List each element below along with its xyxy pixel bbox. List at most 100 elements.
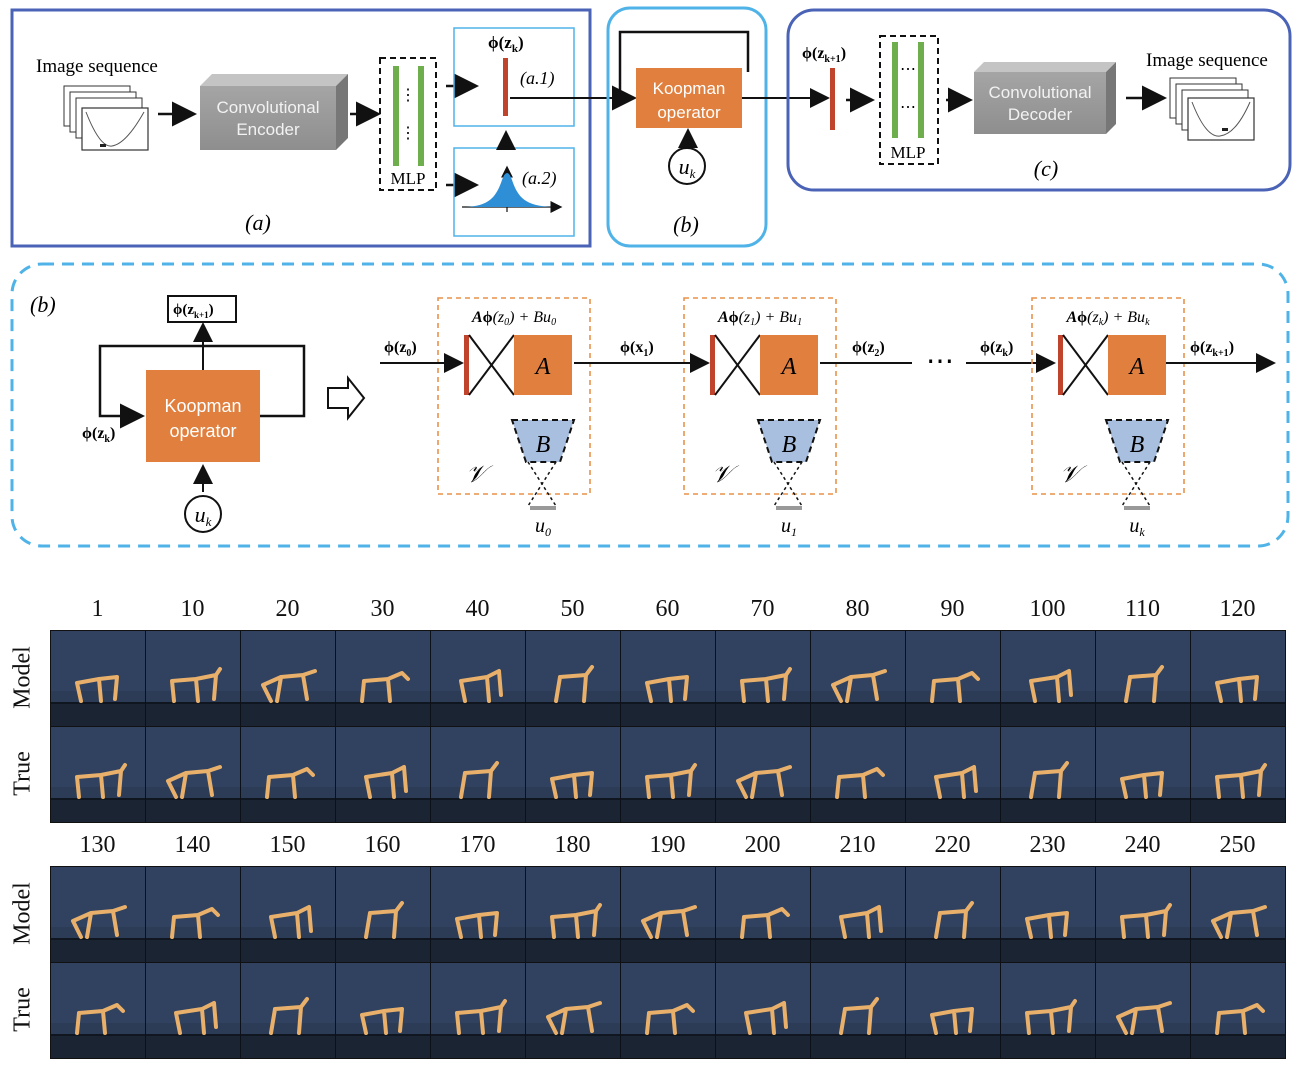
ellipsis: ⋯ — [926, 346, 954, 377]
distribution-plot — [462, 165, 563, 213]
simulation-frame — [526, 867, 621, 962]
simulation-frame — [336, 867, 431, 962]
final-output-label: ϕ(zk+1) — [1190, 339, 1234, 359]
a2-label: (a.2) — [522, 168, 557, 189]
svg-text:A: A — [780, 354, 797, 380]
frame-number: 10 — [180, 596, 205, 622]
svg-text:𝒱: 𝒱 — [712, 462, 740, 488]
svg-text:⋮: ⋮ — [400, 125, 416, 142]
svg-text:B: B — [1130, 432, 1145, 458]
row-label-true-1: True — [9, 751, 36, 796]
simulation-frame — [1001, 963, 1096, 1058]
panel-b-caption: (b) — [673, 212, 699, 237]
simulation-frame — [431, 963, 526, 1058]
simulation-frame — [906, 727, 1001, 822]
convolutional-decoder: Convolutional Decoder — [974, 62, 1116, 134]
simulation-frame — [811, 631, 906, 726]
latent-label: ϕ(zk) — [488, 33, 524, 55]
cell-0-input-label: ϕ(z0) — [384, 339, 417, 359]
simulation-frame — [906, 867, 1001, 962]
simulation-frame — [1001, 727, 1096, 822]
encoder-mlp: ⋮ ⋮ MLP — [379, 57, 437, 191]
svg-text:operator: operator — [657, 103, 721, 122]
output-image-stack — [1169, 77, 1255, 141]
simulation-frame — [716, 867, 811, 962]
panel-b-unrolled-border — [10, 262, 1290, 548]
unroll-arrow — [327, 375, 366, 421]
svg-text:Koopman: Koopman — [164, 396, 241, 416]
svg-text:⋯: ⋯ — [900, 61, 916, 78]
svg-text:⋮: ⋮ — [400, 87, 416, 104]
frame-number: 240 — [1124, 832, 1161, 858]
convolutional-encoder: Convolutional Encoder — [200, 74, 348, 150]
row-label-model-2: Model — [9, 882, 36, 945]
simulation-frame — [336, 727, 431, 822]
frame-number: 180 — [554, 832, 591, 858]
control-input-top: uk — [668, 147, 706, 185]
simulation-frame — [1096, 631, 1191, 726]
koopman-cell-1: Aϕ(z1) + Bu1 A B 𝒱 u1 — [683, 297, 837, 539]
latent-box — [453, 27, 575, 127]
row-label-true-2: True — [9, 987, 36, 1032]
svg-text:Koopman: Koopman — [653, 79, 726, 98]
simulation-frame — [1191, 631, 1285, 726]
simulation-frame — [241, 631, 336, 726]
frame-number: 80 — [845, 596, 870, 622]
simulation-frame — [811, 963, 906, 1058]
true-frames-strip-2 — [50, 962, 1286, 1059]
simulation-frame — [811, 727, 906, 822]
simulation-frame — [1001, 631, 1096, 726]
panel-b-border — [606, 6, 768, 248]
panel-c-border — [786, 8, 1292, 192]
simulation-frame — [1001, 867, 1096, 962]
frame-number: 130 — [79, 832, 116, 858]
koopman-operator-loop: Koopman operator — [146, 370, 260, 462]
simulation-frame — [526, 727, 621, 822]
simulation-frame — [336, 631, 431, 726]
model-frames-strip-1 — [50, 630, 1286, 727]
svg-text:Convolutional: Convolutional — [216, 98, 319, 117]
frame-number: 140 — [174, 832, 211, 858]
frame-number: 250 — [1219, 832, 1256, 858]
frame-number: 1 — [91, 596, 104, 622]
koopman-operator-top: Koopman operator — [636, 68, 742, 128]
input-image-stack — [63, 85, 149, 151]
simulation-frame — [146, 631, 241, 726]
frame-number: 120 — [1219, 596, 1256, 622]
koopman-cell-0: Aϕ(z0) + Bu0 A B 𝒱 u0 — [437, 297, 591, 539]
frame-number: 170 — [459, 832, 496, 858]
simulation-frame — [1096, 867, 1191, 962]
koopman-cell-k: Aϕ(zk) + Buk A B 𝒱 uk — [1031, 297, 1185, 539]
svg-text:Aϕ(zk) + Buk: Aϕ(zk) + Buk — [1065, 309, 1150, 328]
frame-number: 200 — [744, 832, 781, 858]
top-output-box — [167, 295, 237, 323]
frame-number: 90 — [940, 596, 965, 622]
simulation-frame — [1096, 963, 1191, 1058]
output-image-label: Image sequence — [1146, 50, 1268, 71]
simulation-frame — [431, 727, 526, 822]
svg-text:Decoder: Decoder — [1008, 105, 1073, 124]
simulation-frame — [906, 963, 1001, 1058]
feedback-label: ϕ(zk) — [82, 425, 115, 445]
svg-text:Aϕ(z1) + Bu1: Aϕ(z1) + Bu1 — [717, 309, 802, 328]
svg-text:Encoder: Encoder — [236, 120, 300, 139]
simulation-frame — [241, 727, 336, 822]
simulation-frame — [526, 631, 621, 726]
simulation-frame — [1191, 727, 1285, 822]
cell-1-input-label: ϕ(x1) — [620, 339, 654, 359]
svg-text:Aϕ(z0) + Bu0: Aϕ(z0) + Bu0 — [471, 309, 556, 328]
frame-number: 210 — [839, 832, 876, 858]
frame-number: 60 — [655, 596, 680, 622]
simulation-frame — [621, 727, 716, 822]
simulation-frame — [906, 631, 1001, 726]
simulation-frame — [526, 963, 621, 1058]
simulation-frame — [51, 867, 146, 962]
frame-number: 230 — [1029, 832, 1066, 858]
simulation-frame — [1096, 727, 1191, 822]
latent-vector — [503, 58, 508, 116]
panel-a-border — [10, 8, 592, 248]
simulation-frame — [716, 631, 811, 726]
simulation-frame — [51, 727, 146, 822]
simulation-frame — [146, 867, 241, 962]
svg-text:MLP: MLP — [391, 169, 426, 188]
